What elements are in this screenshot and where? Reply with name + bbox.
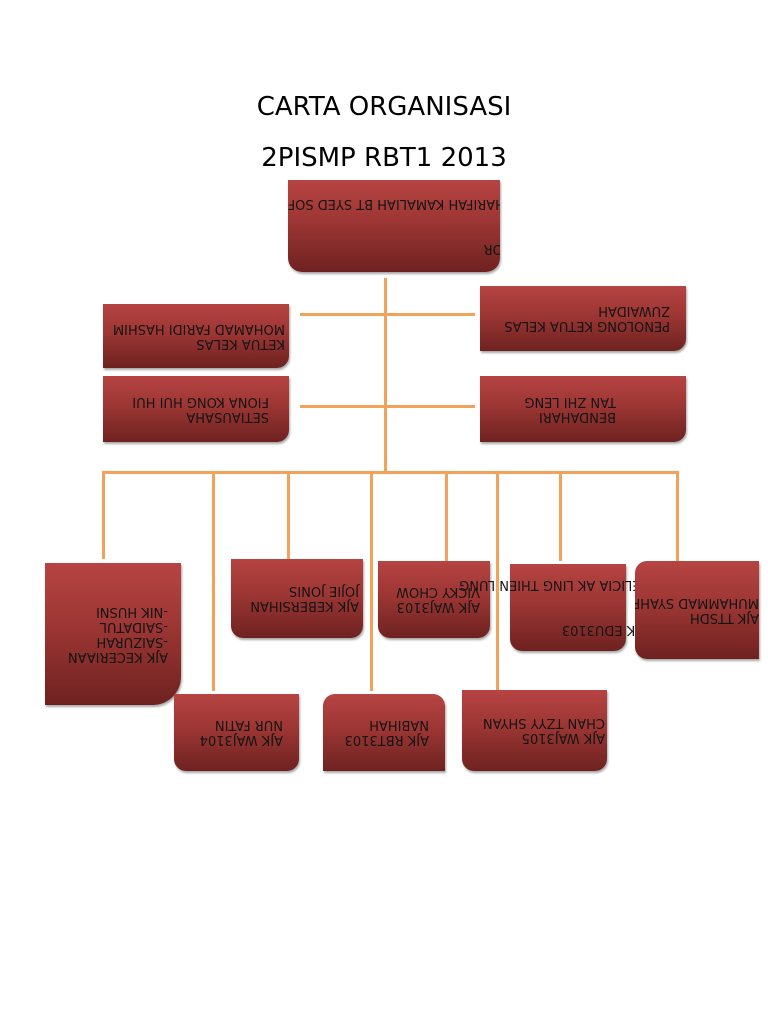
node-rbt3103-line2: NABIHAH (369, 717, 429, 733)
node-bendahari-line2: TAN ZHI LENG (524, 394, 616, 409)
connector-bendahari (387, 405, 475, 408)
connector-drop-edu3103 (559, 471, 562, 561)
node-keceriaan-line4: -NIK HUSNI (95, 604, 168, 619)
node-ketua-line1: KETUA KELAS (196, 336, 285, 351)
connector-ketua (300, 313, 385, 316)
node-setiausaha: SETIAUSAHA FIONA KONG HUI HUI (103, 376, 289, 442)
node-wa3104-line1: AJK WAJ3104 (199, 732, 283, 748)
node-ajk-rbt3103: AJK RBT3103 NABIHAH (323, 694, 445, 771)
chart-subtitle: 2PISMP RBT1 2013 (261, 143, 507, 173)
connector-drop-wa3103 (445, 471, 448, 561)
node-penolong-line1: PENOLONG KETUA KELAS (504, 318, 670, 334)
node-setiausaha-line1: SETIAUSAHA (186, 409, 269, 424)
node-ketua-line2: MOHAMAD FARIDI HASHIM (112, 321, 285, 336)
node-keceriaan-line3: -SAIDATUL (99, 619, 168, 634)
node-wa3105-line1: AJK WAJ3105 (521, 730, 605, 746)
connector-setiausaha (300, 405, 385, 408)
node-kebersihan-line1: AJK KEBERSIHAN (250, 598, 359, 614)
node-ttsdh-line1: AJK TTSDH (689, 610, 759, 625)
node-kebersihan-line2: JOJIE JONIS (289, 583, 359, 599)
connector-drop-kebersihan (287, 471, 290, 559)
node-mentor-line1: MENTOR (483, 241, 500, 256)
connector-trunk (384, 278, 387, 474)
node-ttsdh-line2: MUHAMMAD SYAHRUL (635, 595, 759, 610)
connector-drop-wa3105 (496, 471, 499, 691)
node-bendahari-line1: BENDAHARI (538, 409, 616, 424)
node-edu3103-line1: AJK EDU3103 (561, 622, 648, 638)
connector-drop-rbt3103 (370, 471, 373, 691)
connector-bus (102, 471, 678, 474)
node-mentor: MENTOR DR. SHARIFAH KAMALIAH BT SYED SOF… (288, 180, 500, 272)
node-wa3104-line2: NUR FATIN (214, 717, 283, 733)
node-ajk-kebersihan: AJK KEBERSIHAN JOJIE JONIS (231, 559, 363, 638)
connector-drop-ttsdh (676, 471, 679, 561)
node-ajk-keceriaan: AJK KECERIAAN -SAIZURAH -SAIDATUL -NIK H… (45, 563, 181, 705)
node-mentor-line2: DR. SHARIFAH KAMALIAH BT SYED SOFIAN (288, 196, 500, 211)
node-keceriaan-line1: AJK KECERIAAN (67, 649, 168, 664)
node-bendahari: BENDAHARI TAN ZHI LENG (480, 376, 686, 442)
connector-penolong (387, 313, 475, 316)
node-ajk-waj3104: AJK WAJ3104 NUR FATIN (174, 694, 299, 771)
node-ajk-ttsdh: AJK TTSDH MUHAMMAD SYAHRUL (635, 561, 759, 659)
chart-title: CARTA ORGANISASI (256, 92, 512, 122)
node-wa3105-line2: CHAN TZYY SHYAN (482, 715, 605, 731)
node-ajk-edu3103: AJK EDU3103 FELICIA AK LING THIEN LUNG (459, 564, 648, 651)
node-ajk-waj3105: AJK WAJ3105 CHAN TZYY SHYAN (462, 690, 607, 771)
connector-drop-keceriaan (102, 471, 105, 559)
node-setiausaha-line2: FIONA KONG HUI HUI (132, 394, 269, 409)
node-penolong-line2: ZUWAIDAH (598, 303, 670, 319)
node-keceriaan-line2: -SAIZURAH (96, 634, 168, 649)
node-edu3103-line2: FELICIA AK LING THIEN LUNG (459, 577, 648, 593)
node-ketua-kelas: KETUA KELAS MOHAMAD FARIDI HASHIM (103, 304, 289, 368)
connector-drop-wa3104 (212, 471, 215, 691)
node-rbt3103-line1: AJK RBT3103 (344, 732, 429, 748)
node-ajk-waj3103: AJK WAJ3103 VICKY CHOW (378, 561, 490, 638)
node-penolong-ketua-kelas: PENOLONG KETUA KELAS ZUWAIDAH (480, 286, 686, 351)
